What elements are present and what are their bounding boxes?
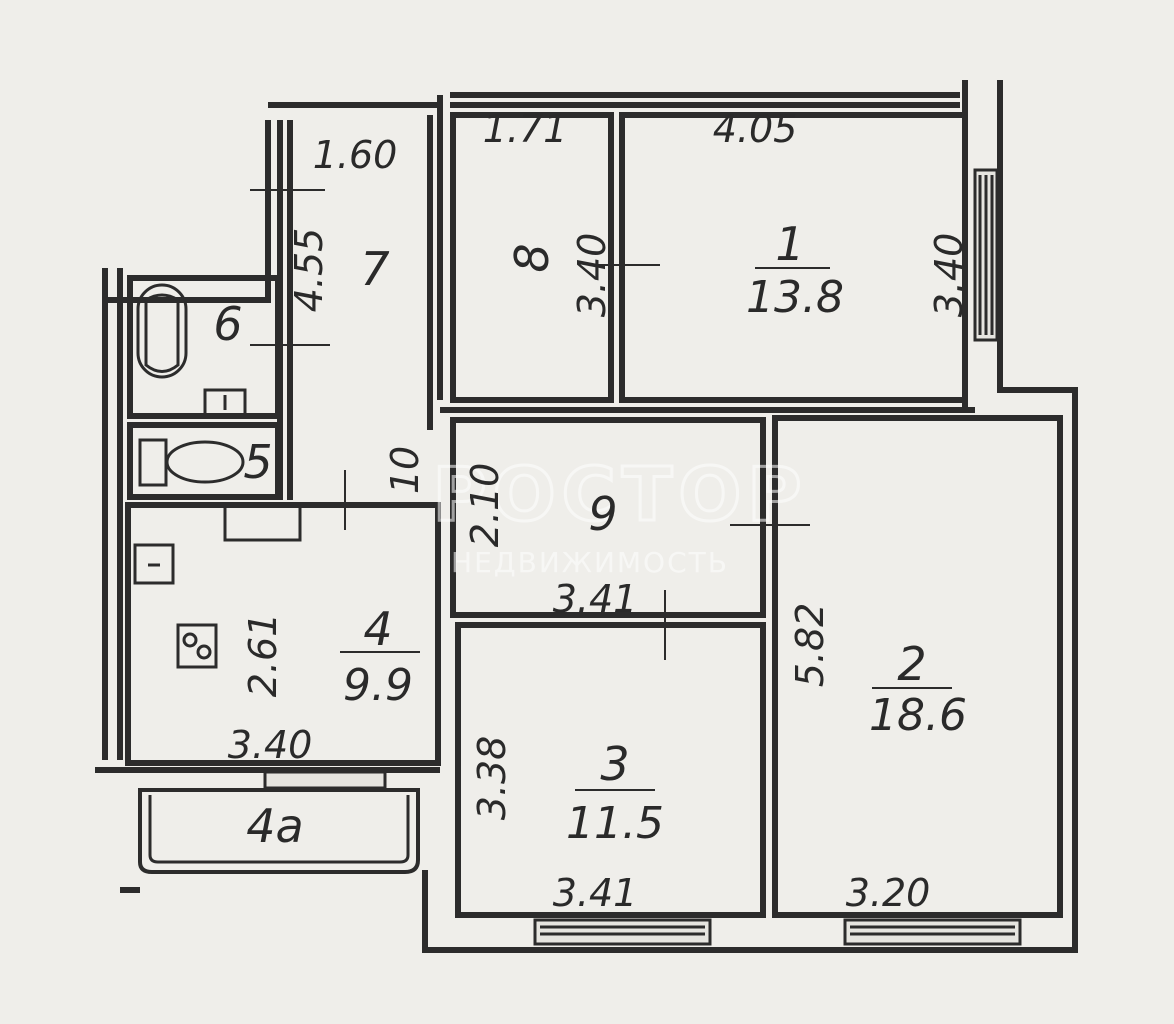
room-8-number: 8 [505,243,559,272]
room-9-number: 9 [588,487,617,541]
watermark-subtitle: НЕДВИЖИМОСТЬ [451,546,729,579]
walls [95,80,1078,953]
kitchen-sink-icon [133,543,175,585]
room-3-number: 3 [600,737,629,791]
watermark-brand: РОСТОР [432,452,807,538]
room-4-number: 4 [363,602,392,656]
room-7-number: 7 [360,242,389,296]
room-1-depth: 3.40 [927,233,971,318]
room-4a-number: 4а [246,799,303,853]
room-2-number: 2 [897,637,926,691]
room-2-width: 3.20 [846,871,931,915]
room-9-depth: 2.10 [463,463,507,548]
room-3-area: 11.5 [566,798,664,849]
room-3-width: 3.41 [553,871,638,915]
room-1-number: 1 [775,217,804,271]
room-9-width: 3.41 [553,577,638,621]
bathtub-icon [136,283,188,379]
room-7-width: 1.60 [313,133,398,177]
room-4-area: 9.9 [343,660,413,711]
sink-icon [203,388,247,418]
room-1-area: 13.8 [746,272,844,323]
dimension-marks [250,189,810,660]
room-7-depth: 4.55 [287,228,331,313]
toilet-icon [138,438,245,487]
room-6-number: 6 [213,297,242,351]
room-3-depth: 3.38 [470,736,514,821]
watermark: РОСТОР НЕДВИЖИМОСТЬ [431,451,807,580]
kitchen-counter [223,503,302,542]
room-8-width: 1.71 [483,107,568,151]
windows [263,168,1022,946]
room-8-depth: 3.40 [570,233,614,318]
room-5-number: 5 [243,435,272,489]
room-2-area: 18.6 [869,690,967,741]
room-2-depth: 5.82 [788,603,832,688]
room-1-width: 4.05 [713,107,798,151]
stove-icon [176,623,218,669]
room-4-depth: 2.61 [241,613,285,698]
room-10-number: 10 [383,446,427,494]
room-4-width: 3.40 [228,723,313,767]
